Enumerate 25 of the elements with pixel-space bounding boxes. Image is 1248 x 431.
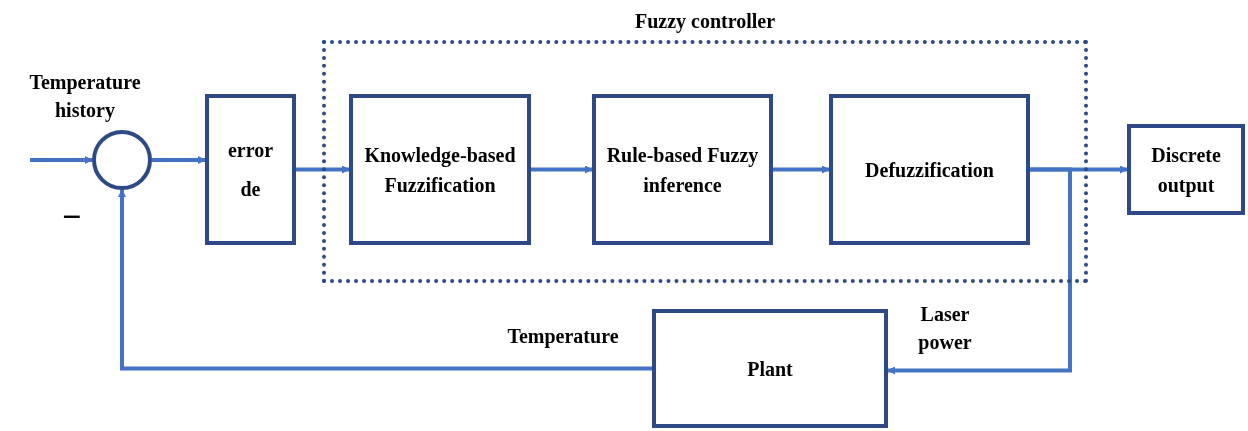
arrow: [773, 165, 830, 174]
box-label: Rule-based Fuzzy inference: [605, 142, 760, 198]
process-box: [205, 94, 296, 245]
arrow: [118, 189, 652, 371]
box-label: Knowledge-based Fuzzification: [363, 142, 517, 198]
process-box: [349, 94, 531, 245]
group-title: Fuzzy controller: [633, 9, 777, 35]
box-label: Discrete output: [1150, 142, 1222, 199]
arrow: [30, 156, 93, 164]
arrow: [296, 165, 350, 174]
process-box: [829, 94, 1030, 245]
process-box: [592, 94, 773, 245]
box-label: de: [240, 177, 261, 203]
process-box: [652, 309, 888, 428]
edge-label: Temperature: [506, 324, 620, 350]
box-label: Plant: [747, 356, 793, 382]
box-label: error: [227, 137, 274, 163]
arrow: [531, 165, 593, 174]
box-label: Defuzzification: [865, 157, 994, 183]
arrow: [152, 156, 206, 164]
sign-label: −: [62, 200, 82, 234]
arrow: [887, 167, 1072, 375]
input-label: Temperature history: [28, 70, 142, 124]
edge-label: Laser power: [917, 302, 973, 356]
process-box: [1127, 124, 1245, 215]
